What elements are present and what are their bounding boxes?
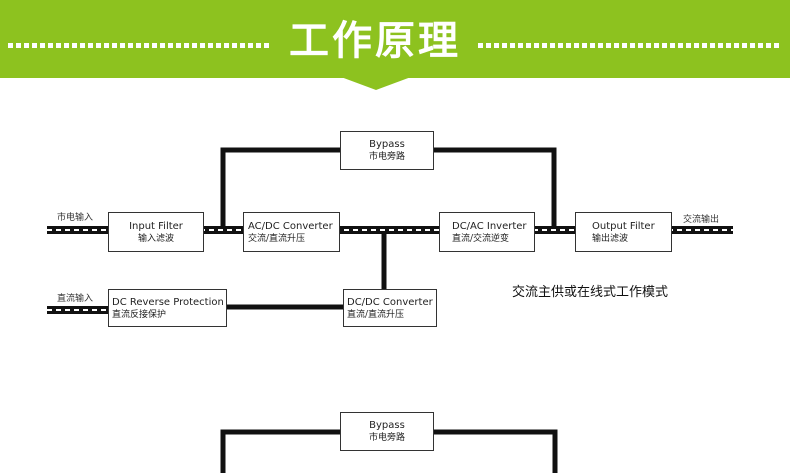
operating-mode-caption: 交流主供或在线式工作模式 <box>512 285 669 300</box>
bypass-2-label-en: Bypass <box>369 420 405 431</box>
dcdc-label-zh: 直流/直流升压 <box>347 310 405 320</box>
output-filter-label-zh: 输出滤波 <box>592 234 629 244</box>
bypass-loop-line-2 <box>220 429 558 473</box>
ac-output-label: 交流输出 <box>683 215 720 225</box>
dcac-label-zh: 直流/交流逆变 <box>452 234 510 244</box>
input-filter-label-zh: 输入滤波 <box>137 234 174 244</box>
dcdc-label-en: DC/DC Converter <box>347 297 433 308</box>
section-title: 工作原理 <box>289 18 461 64</box>
bypass-label-en: Bypass <box>369 139 405 150</box>
acdc-label-en: AC/DC Converter <box>248 221 333 232</box>
output-filter-box: Output Filter 输出滤波 <box>575 212 672 252</box>
dc-input-path <box>47 306 109 314</box>
input-filter-box: Input Filter 输入滤波 <box>108 212 204 252</box>
bypass-label-zh: 市电旁路 <box>368 152 405 162</box>
dcac-inverter-box: DC/AC Inverter 直流/交流逆变 <box>439 212 535 252</box>
dc-reverse-protection-box: DC Reverse Protection 直流反接保护 <box>108 289 227 327</box>
acdc-label-zh: 交流/直流升压 <box>248 234 306 244</box>
section-banner: 工作原理 <box>0 0 790 78</box>
banner-dashed-line-left <box>8 43 272 48</box>
bypass-2-label-zh: 市电旁路 <box>368 433 405 443</box>
banner-notch-arrow <box>341 77 411 90</box>
output-filter-label-en: Output Filter <box>592 221 655 232</box>
input-filter-label-en: Input Filter <box>129 221 183 232</box>
acdc-converter-box: AC/DC Converter 交流/直流升压 <box>243 212 340 252</box>
bypass-loop-line <box>220 147 557 226</box>
banner-dashed-line-right <box>478 43 782 48</box>
dcac-label-en: DC/AC Inverter <box>452 221 527 232</box>
dc-input-label: 直流输入 <box>57 294 94 304</box>
dc-reverse-label-zh: 直流反接保护 <box>112 310 167 320</box>
bypass-box-2: Bypass 市电旁路 <box>340 412 434 451</box>
dc-reverse-label-en: DC Reverse Protection <box>112 297 224 308</box>
dcdc-link-line <box>227 233 387 310</box>
bypass-box: Bypass 市电旁路 <box>340 131 434 170</box>
ac-input-label: 市电输入 <box>57 213 94 223</box>
dcdc-converter-box: DC/DC Converter 直流/直流升压 <box>343 289 437 327</box>
